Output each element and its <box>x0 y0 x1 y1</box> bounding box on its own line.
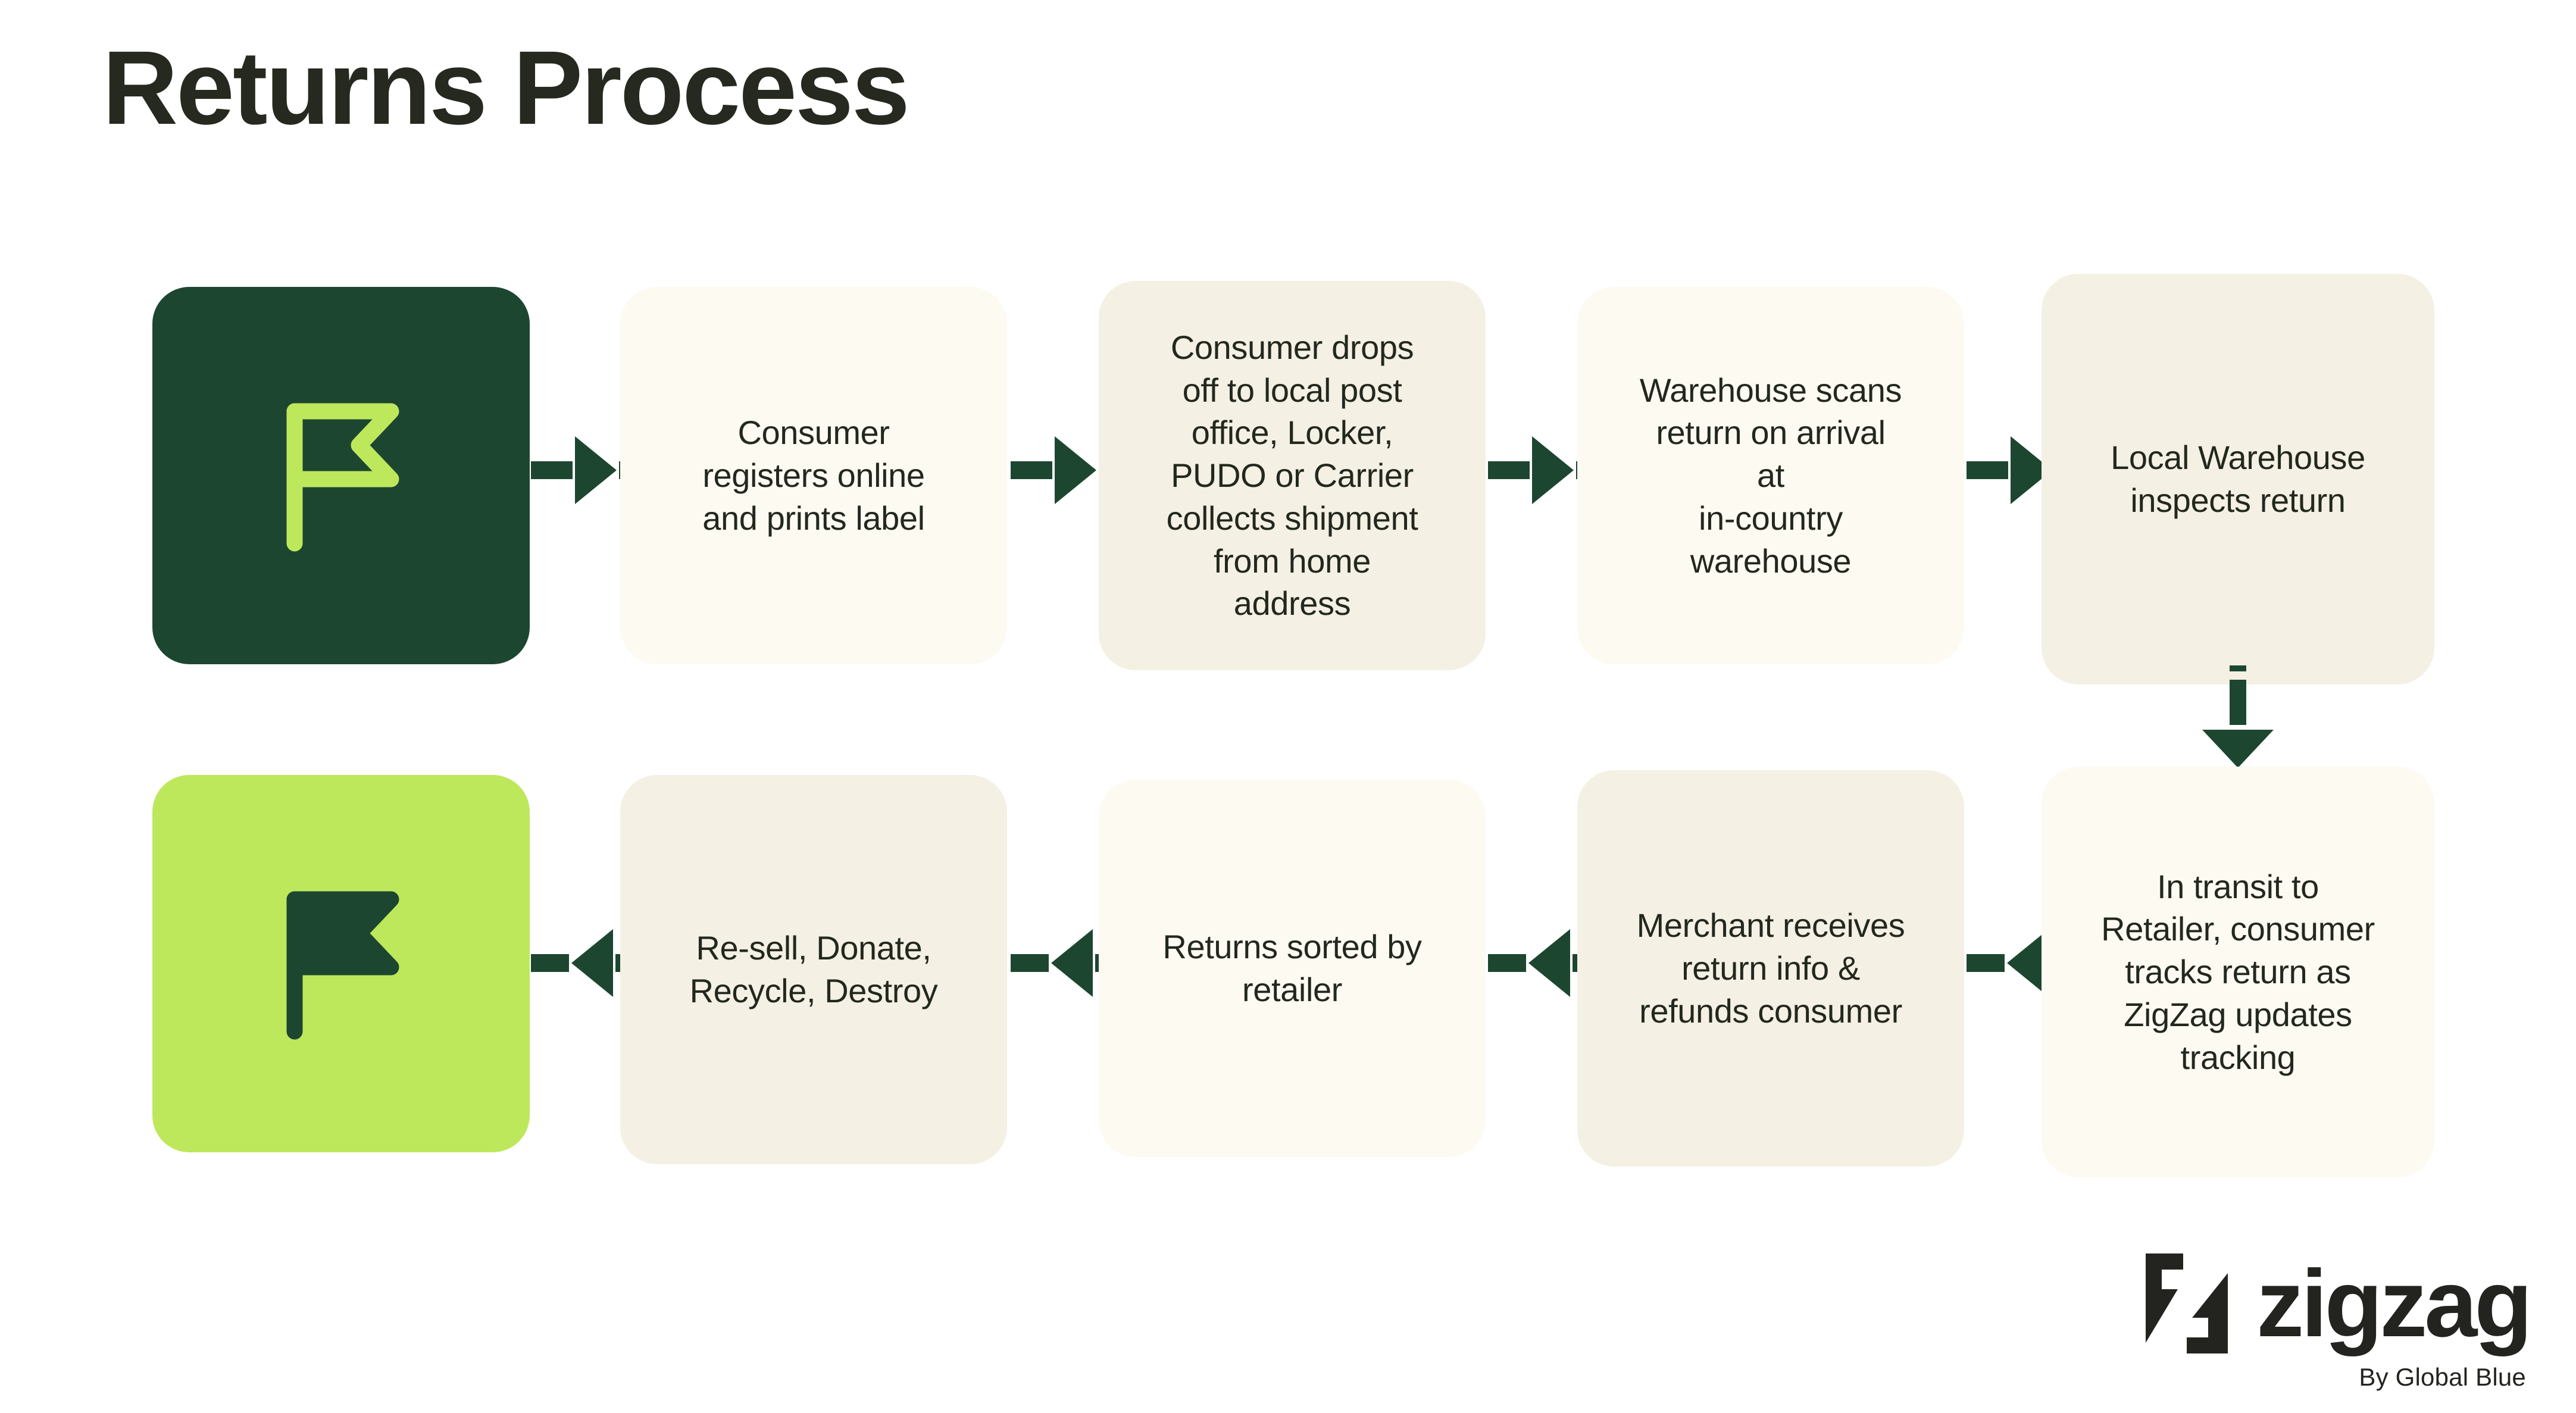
arrowhead-left-icon <box>1528 929 1570 997</box>
step-card: Consumer drops off to local post office,… <box>1099 281 1486 670</box>
connector-dash <box>531 461 573 479</box>
step-card: In transit to Retailer, consumer tracks … <box>2042 767 2434 1177</box>
page-title: Returns Process <box>102 30 910 146</box>
flow-row-top: Consumer registers online and prints lab… <box>0 274 2576 684</box>
end-icon-card <box>152 775 530 1152</box>
flag-filled-icon <box>286 891 399 1040</box>
flag-outline-icon <box>286 403 399 552</box>
connector-dash <box>531 954 569 972</box>
step-card: Re-sell, Donate, Recycle, Destroy <box>620 775 1007 1164</box>
step-card-text: Consumer drops off to local post office,… <box>1166 329 1418 623</box>
flow-row-bottom: Re-sell, Donate, Recycle, Destroy Return… <box>0 767 2576 1177</box>
zigzag-mark-icon <box>2146 1253 2228 1353</box>
step-card-text: Warehouse scans return on arrival at in-… <box>1639 371 1902 580</box>
connector-dash <box>1488 461 1530 479</box>
step-card-text: Merchant receives return info & refunds … <box>1636 906 1905 1030</box>
arrowhead-right-icon <box>1532 436 1574 504</box>
arrowhead-down-icon <box>2202 730 2274 768</box>
connector-dash <box>2230 680 2246 725</box>
arrowhead-left-icon <box>1051 929 1093 997</box>
step-card-text: In transit to Retailer, consumer tracks … <box>2101 867 2375 1076</box>
step-card: Consumer registers online and prints lab… <box>620 287 1007 664</box>
arrowhead-left-icon <box>571 929 613 997</box>
step-card-text: Re-sell, Donate, Recycle, Destroy <box>689 929 938 1009</box>
connector-dash <box>1967 954 2005 972</box>
step-card-text: Consumer registers online and prints lab… <box>702 414 925 537</box>
step-card: Warehouse scans return on arrival at in-… <box>1577 287 1964 664</box>
arrowhead-right-icon <box>1055 436 1096 504</box>
logo-row: zigzag <box>2142 1250 2533 1357</box>
step-card: Local Warehouse inspects return <box>2042 274 2434 684</box>
connector-dash <box>2230 665 2246 671</box>
step-card: Merchant receives return info & refunds … <box>1577 770 1964 1167</box>
connector-arrow-right <box>531 436 657 504</box>
step-card-text: Local Warehouse inspects return <box>2111 439 2365 519</box>
arrowhead-right-icon <box>575 436 617 504</box>
step-card: Returns sorted by retailer <box>1099 780 1486 1157</box>
connector-dash <box>1011 461 1052 479</box>
connector-dash <box>1488 954 1526 972</box>
step-card-text: Returns sorted by retailer <box>1162 928 1422 1008</box>
connector-dash <box>1967 461 2008 479</box>
connector-dash <box>1011 954 1049 972</box>
start-icon-card <box>152 287 530 664</box>
brand-logo: zigzag By Global Blue <box>2142 1250 2533 1392</box>
logo-tagline: By Global Blue <box>2359 1363 2526 1391</box>
logo-wordmark: zigzag <box>2256 1250 2533 1356</box>
